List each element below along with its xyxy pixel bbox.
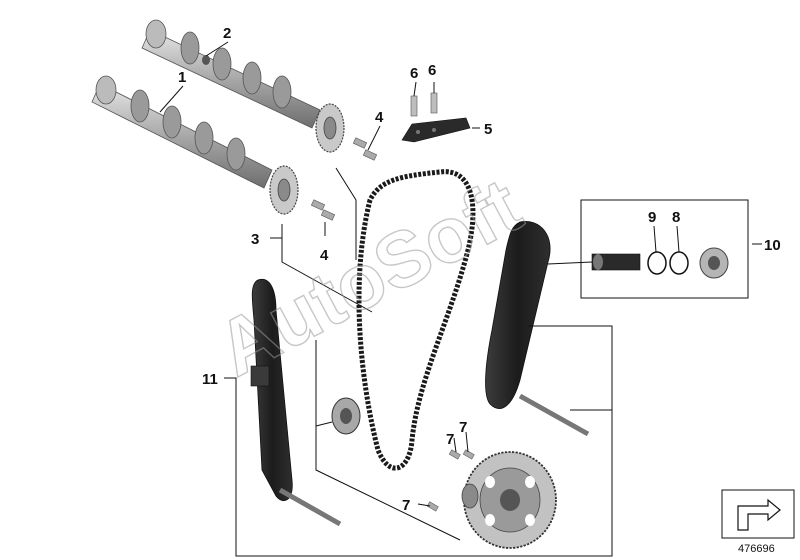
leader-lines bbox=[159, 41, 762, 557]
diagram-reference-number: 476696 bbox=[738, 543, 775, 555]
camshaft-2[interactable] bbox=[141, 19, 321, 129]
camshaft-1[interactable] bbox=[91, 75, 273, 189]
camshaft-2-sprocket[interactable] bbox=[315, 103, 345, 153]
tensioner-rail[interactable] bbox=[485, 221, 590, 437]
chain-tensioner-assembly[interactable] bbox=[591, 247, 729, 279]
callout-3[interactable]: 3 bbox=[251, 231, 259, 248]
callout-2[interactable]: 2 bbox=[223, 25, 231, 42]
guide-rail-5[interactable] bbox=[401, 117, 471, 143]
slide-rail-11[interactable] bbox=[250, 278, 342, 527]
camshaft-1-sprocket[interactable] bbox=[269, 165, 299, 215]
screws-6[interactable] bbox=[410, 92, 438, 117]
callout-7-a[interactable]: 7 bbox=[446, 431, 454, 448]
callout-1[interactable]: 1 bbox=[178, 69, 186, 86]
callout-11[interactable]: 11 bbox=[202, 371, 218, 388]
callout-4-top[interactable]: 4 bbox=[375, 109, 384, 126]
crankshaft-sprocket[interactable] bbox=[461, 451, 557, 549]
callout-6-right[interactable]: 6 bbox=[428, 62, 436, 79]
next-page-arrow-icon[interactable] bbox=[721, 489, 795, 539]
idler-bearing[interactable] bbox=[331, 397, 361, 435]
sprocket-bolts-4[interactable] bbox=[310, 137, 378, 221]
callout-5[interactable]: 5 bbox=[484, 121, 492, 138]
callout-8[interactable]: 8 bbox=[672, 209, 680, 226]
callout-7-c[interactable]: 7 bbox=[402, 497, 410, 514]
callout-7-b[interactable]: 7 bbox=[459, 419, 467, 436]
screws-7[interactable] bbox=[426, 449, 475, 512]
watermark: AutoSoft bbox=[203, 161, 535, 393]
callout-4-bottom[interactable]: 4 bbox=[320, 247, 329, 264]
callout-6-left[interactable]: 6 bbox=[410, 65, 418, 82]
callout-9[interactable]: 9 bbox=[648, 209, 656, 226]
callout-10[interactable]: 10 bbox=[764, 237, 781, 254]
